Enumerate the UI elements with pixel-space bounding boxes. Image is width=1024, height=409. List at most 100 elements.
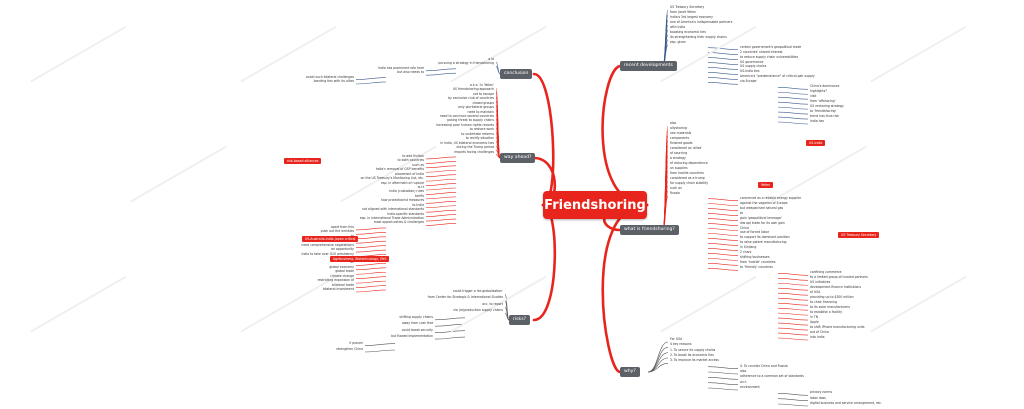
what-node[interactable]: of sourcing bbox=[670, 150, 688, 155]
way-ahead-node[interactable]: not aligned with international standards bbox=[362, 207, 424, 212]
way-ahead-node[interactable]: to bbox=[351, 234, 354, 239]
branch-what-is-friendshoring[interactable]: what is friendshoring? bbox=[620, 225, 679, 235]
risks-node[interactable]: could boost security bbox=[401, 327, 433, 332]
risks-node[interactable]: but flawed implementation bbox=[391, 334, 433, 339]
recent-node[interactable]: trend has thus risk bbox=[810, 114, 839, 119]
branch-way-ahead[interactable]: way ahead? bbox=[500, 153, 536, 163]
recent-node[interactable]: visit bbox=[810, 94, 817, 99]
what-node[interactable]: raw materials bbox=[670, 130, 692, 135]
way-ahead-node[interactable]: tariffs bbox=[415, 193, 424, 198]
recent-node[interactable]: from 'offshoring' bbox=[810, 99, 836, 104]
why-node[interactable]: digital business and service arrangement… bbox=[810, 401, 882, 405]
why-node[interactable]: 3. To improve its market access bbox=[670, 358, 719, 363]
recent-node[interactable]: via Europe bbox=[740, 79, 757, 84]
what-node[interactable]: gain 'geopolitical leverage' bbox=[740, 215, 782, 220]
what-node[interactable]: out of China bbox=[810, 330, 829, 335]
risks-node[interactable]: away from cost that bbox=[401, 321, 433, 326]
way-ahead-node[interactable]: increasing poor human rights records bbox=[435, 122, 494, 127]
branch-why[interactable]: why? bbox=[620, 367, 640, 377]
what-node[interactable]: into India bbox=[810, 335, 825, 339]
way-ahead-node[interactable]: global trade bbox=[335, 269, 354, 274]
way-ahead-node[interactable]: closed groups bbox=[472, 100, 494, 105]
why-node[interactable]: w.r.t bbox=[740, 379, 747, 384]
what-node[interactable]: for supply chain stability bbox=[670, 180, 709, 185]
what-node[interactable]: confining commerce bbox=[810, 270, 842, 275]
what-node[interactable]: allyshoring bbox=[670, 125, 687, 130]
why-node[interactable]: 4. To counter China and Russia bbox=[740, 363, 788, 368]
what-node[interactable]: finished goods bbox=[670, 140, 693, 145]
what-node[interactable]: in TN bbox=[810, 315, 819, 320]
way-ahead-node[interactable]: restricting expansion of bbox=[317, 278, 354, 283]
way-ahead-node[interactable]: how protectionist measures bbox=[381, 198, 424, 203]
what-node[interactable]: to shift iPhone manufacturing units bbox=[810, 325, 865, 330]
way-ahead-node[interactable]: not to escape bbox=[472, 91, 494, 96]
way-ahead-node[interactable]: imports facing challenges bbox=[454, 149, 494, 154]
way-ahead-node[interactable]: in India, US bilateral economic ties bbox=[440, 140, 494, 145]
way-ahead-node[interactable]: India's removal of GSP benefits bbox=[375, 167, 424, 172]
recent-node[interactable]: US reshoring strategy bbox=[810, 104, 844, 109]
what-node[interactable]: disrupt trade for its own gain bbox=[740, 220, 786, 225]
what-node[interactable]: use of forced labor bbox=[740, 230, 770, 235]
recent-node[interactable]: from Janet Yellen bbox=[670, 9, 697, 14]
what-node[interactable]: a strategy bbox=[670, 155, 686, 160]
way-ahead-node[interactable]: to India bbox=[412, 202, 424, 207]
branch-risks[interactable]: risks? bbox=[509, 315, 531, 325]
what-node[interactable]: components bbox=[670, 135, 690, 140]
way-ahead-node[interactable]: bilateral trade bbox=[332, 282, 354, 287]
way-ahead-node[interactable]: push out the wrinkles bbox=[320, 229, 354, 234]
recent-node[interactable]: boosting economic ties bbox=[670, 29, 706, 34]
branch-conclusion[interactable]: conclusion bbox=[500, 69, 533, 79]
why-node[interactable]: environment bbox=[740, 385, 760, 389]
recent-node[interactable]: India's 3rd largest economy bbox=[670, 14, 714, 19]
what-node[interactable]: considered as 'allies' bbox=[670, 145, 703, 150]
what-node[interactable]: to bbox=[740, 210, 744, 215]
way-ahead-node[interactable]: need comprehensive negotiations bbox=[301, 242, 354, 247]
risks-node[interactable]: shifting supply chains bbox=[399, 314, 433, 319]
what-node[interactable]: concerned as a reliable energy supplier bbox=[740, 195, 802, 200]
way-ahead-node[interactable]: during the Trump period bbox=[456, 145, 494, 150]
what-node[interactable]: on supplies bbox=[670, 165, 688, 170]
recent-node[interactable]: certain government's geopolitical trade bbox=[740, 44, 802, 49]
recent-node[interactable]: US Treasury Secretary bbox=[670, 5, 705, 9]
way-ahead-node[interactable]: posing threat to supply chains bbox=[447, 118, 494, 123]
way-ahead-node[interactable]: apart from this bbox=[330, 224, 354, 229]
recent-node[interactable]: to 'friendshoring' bbox=[810, 109, 837, 114]
what-node[interactable]: US initiatives bbox=[810, 280, 831, 285]
recent-node[interactable]: highlights? bbox=[810, 89, 827, 94]
why-node[interactable]: also bbox=[740, 369, 747, 373]
what-node[interactable]: considered as a trump bbox=[670, 175, 705, 180]
what-node[interactable]: such as bbox=[670, 185, 682, 190]
way-ahead-node[interactable]: need to convince several countries bbox=[439, 114, 494, 119]
what-node[interactable]: to establish a facility bbox=[810, 310, 843, 315]
risks-node[interactable]: via (re)production supply chains bbox=[453, 308, 503, 313]
recent-node[interactable]: with India bbox=[670, 24, 686, 29]
what-node[interactable]: Russia bbox=[670, 190, 680, 195]
what-node[interactable]: of USA bbox=[810, 290, 821, 295]
why-node[interactable]: adherence to a common set of standards bbox=[740, 374, 804, 379]
what-node[interactable]: to 'friendly' countries bbox=[740, 265, 773, 270]
recent-node[interactable]: US supply chains bbox=[740, 64, 767, 69]
conclusion-node[interactable]: pursuing a strategy in friendshoring bbox=[438, 61, 494, 66]
what-node[interactable]: 2 chars bbox=[740, 250, 752, 255]
way-ahead-node[interactable]: India-specific standards bbox=[387, 211, 424, 216]
way-ahead-node[interactable]: such as bbox=[412, 162, 424, 167]
way-ahead-node[interactable]: only plurilateral groups bbox=[458, 105, 494, 110]
central-topic[interactable]: Friendshoring bbox=[543, 191, 647, 219]
what-node[interactable]: in Xinjiang bbox=[740, 245, 757, 250]
branch-recent-developments[interactable]: recent developments bbox=[620, 61, 677, 71]
way-ahead-node[interactable]: US friendshoring approach bbox=[452, 87, 494, 92]
risks-node[interactable]: if proven bbox=[349, 340, 363, 345]
way-ahead-node[interactable]: to add friction bbox=[402, 153, 424, 158]
way-ahead-node[interactable]: esp. in International Trade Administrati… bbox=[359, 216, 424, 221]
way-ahead-node[interactable]: a.k.a. 'in Yellen' bbox=[470, 83, 494, 87]
why-node[interactable]: 4 key reasons bbox=[670, 342, 692, 347]
what-node[interactable]: China bbox=[740, 225, 749, 230]
recent-node[interactable]: to reduce supply chain vulnerabilities bbox=[740, 54, 799, 59]
conclusion-node[interactable]: avoid such bilateral challenges bbox=[306, 74, 354, 79]
way-ahead-node[interactable]: India (custodian) rules bbox=[389, 189, 424, 194]
risks-node[interactable]: strengthen China bbox=[336, 347, 363, 351]
way-ahead-node[interactable]: placement of India bbox=[395, 171, 424, 176]
recent-node[interactable]: its strengthening their supply chains bbox=[670, 34, 727, 39]
way-ahead-node[interactable]: most opportunities & challenges bbox=[373, 220, 424, 225]
way-ahead-node[interactable]: climate change bbox=[330, 273, 354, 278]
